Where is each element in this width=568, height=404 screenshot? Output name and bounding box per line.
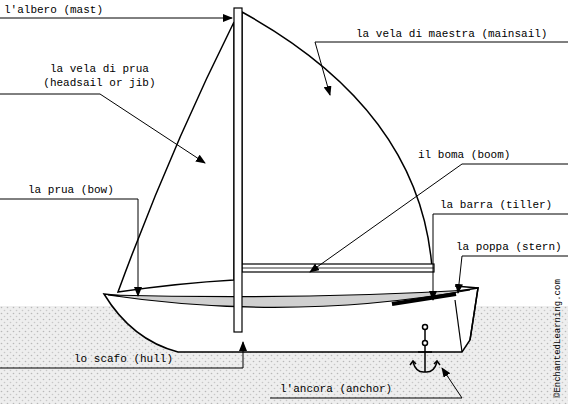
part-label: il boma (boom) [418, 148, 510, 162]
part-label: la barra (tiller) [440, 198, 552, 212]
part-label: la vela di prua (headsail or jib) [40, 62, 159, 90]
part-label: la poppa (stern) [456, 240, 562, 254]
tiller [392, 294, 456, 304]
part-label: lo scafo (hull) [74, 352, 173, 366]
deck [108, 290, 470, 307]
part-label: la prua (bow) [28, 183, 114, 197]
boom [242, 264, 434, 272]
hull [104, 288, 478, 352]
watermark: ©EnchantedLearning.com [553, 279, 563, 398]
leader-lines [0, 18, 568, 398]
anchor [410, 325, 440, 373]
mast [234, 8, 242, 332]
part-label: la vela di maestra (mainsail) [356, 27, 547, 41]
jib-sail [118, 22, 234, 292]
part-label: l'albero (mast) [4, 3, 103, 17]
main-sail [242, 12, 432, 268]
part-label: l'ancora (anchor) [280, 382, 392, 396]
